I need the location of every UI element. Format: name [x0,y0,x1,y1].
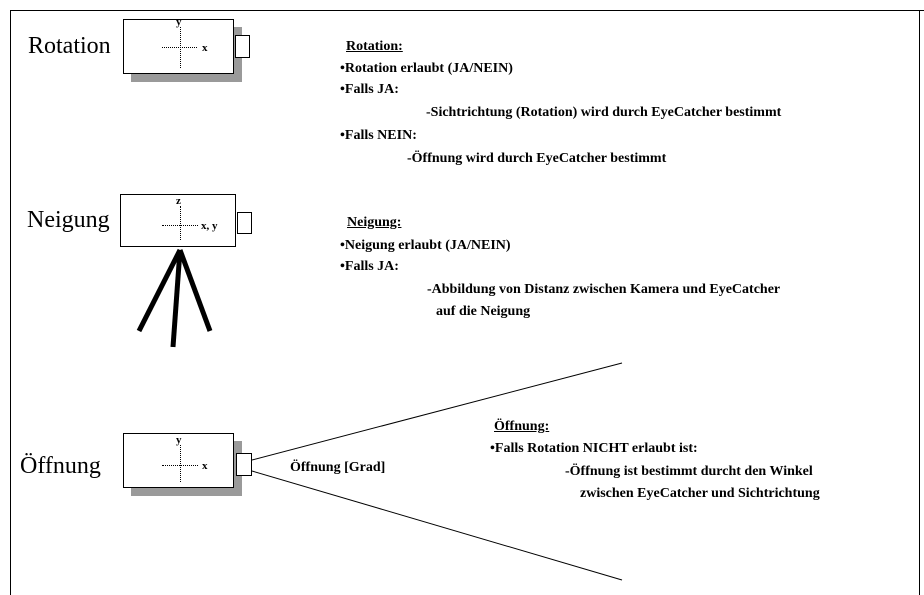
rotation-camera-body [123,19,234,74]
tripod-leg-left [136,248,183,333]
neigung-label: Neigung [27,207,110,233]
oeffnung-line-2: -Öffnung ist bestimmt durcht den Winkel [565,464,813,479]
rotation-axis-y-label: y [176,16,182,28]
oeffnung-y-axis [180,445,181,482]
rotation-line-5: -Öffnung wird durch EyeCatcher bestimmt [407,151,667,166]
rotation-line-1: •Rotation erlaubt (JA/NEIN) [340,61,513,76]
rotation-line-2: •Falls JA: [340,82,399,97]
neigung-z-axis [180,206,181,240]
neigung-xy-axis [162,225,198,226]
tripod [136,248,213,348]
neigung-heading: Neigung: [347,215,402,230]
rotation-x-axis [162,47,197,48]
oeffnung-x-axis [162,465,198,466]
oeffnung-angle-label: Öffnung [Grad] [290,460,386,475]
neigung-lens [237,212,252,234]
rotation-axis-x-label: x [202,42,208,54]
rotation-lens [235,35,250,58]
rotation-line-3: -Sichtrichtung (Rotation) wird durch Eye… [426,105,782,120]
oeffnung-line-1: •Falls Rotation NICHT erlaubt ist: [490,441,698,456]
oeffnung-label: Öffnung [20,453,101,479]
oeffnung-axis-y-label: y [176,434,182,446]
cone-upper-ray [251,362,623,461]
neigung-line-2: •Falls JA: [340,259,399,274]
cone-lower-ray [251,470,623,581]
oeffnung-line-3: zwischen EyeCatcher und Sichtrichtung [580,486,820,501]
neigung-line-1: •Neigung erlaubt (JA/NEIN) [340,238,511,253]
frame-left-line [10,10,11,595]
tripod-leg-center [170,249,183,348]
neigung-axis-xy-label: x, y [201,220,218,232]
rotation-line-4: •Falls NEIN: [340,128,417,143]
neigung-line-3: -Abbildung von Distanz zwischen Kamera u… [427,282,781,297]
opening-cone [251,362,623,581]
oeffnung-axis-x-label: x [202,460,208,472]
rotation-label: Rotation [28,33,111,59]
oeffnung-heading: Öffnung: [494,419,550,434]
tripod-leg-right [177,249,213,332]
oeffnung-lens [236,453,252,476]
neigung-axis-z-label: z [176,195,181,207]
neigung-line-4: auf die Neigung [436,304,531,319]
frame-right-line [919,10,920,595]
rotation-heading: Rotation: [346,39,403,54]
frame-top-line [10,10,924,11]
oeffnung-camera-body [123,433,234,488]
neigung-camera-body [120,194,236,247]
